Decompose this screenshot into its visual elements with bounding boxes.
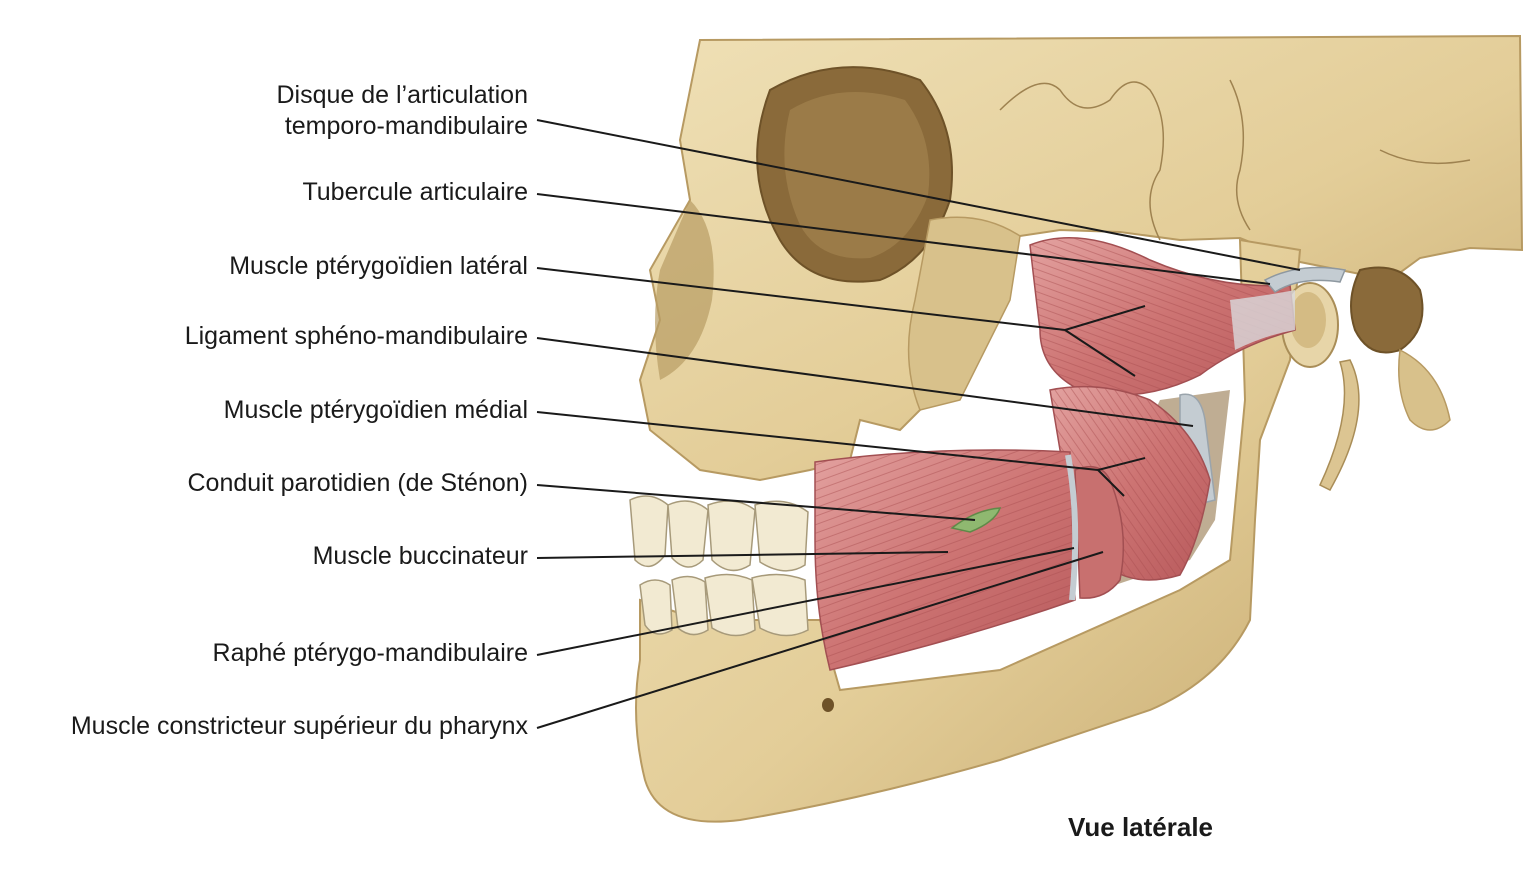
- label-ligament-spheno-mandibulaire: Ligament sphéno-mandibulaire: [184, 322, 528, 350]
- label-muscle-constricteur: Muscle constricteur supérieur du pharynx: [70, 712, 528, 740]
- leader-line-disque: [536, 119, 1301, 271]
- leader-line-constricteur: [536, 551, 1104, 729]
- leader-line-pterygoidien-lateral-a: [536, 267, 1066, 331]
- label-tubercule-articulaire: Tubercule articulaire: [302, 178, 528, 206]
- tmj-disc: [1263, 266, 1347, 293]
- label-muscle-pterygoidien-medial: Muscle ptérygoïdien médial: [223, 396, 528, 424]
- leader-line-conduit: [536, 484, 976, 521]
- label-disque-line1: Disque de l’articulation: [276, 81, 528, 109]
- leader-line-raphe: [536, 547, 1075, 656]
- leader-line-buccinateur: [536, 551, 949, 559]
- label-disque-line2: temporo-mandibulaire: [284, 112, 528, 140]
- leader-line-pterygoidien-lateral-c: [1064, 329, 1136, 377]
- leader-line-pterygoidien-medial-a: [536, 411, 1099, 471]
- leader-line-ligament: [536, 337, 1194, 427]
- label-muscle-buccinateur: Muscle buccinateur: [312, 542, 528, 570]
- leader-line-pterygoidien-medial-c: [1097, 469, 1125, 497]
- leader-line-pterygoidien-lateral-b: [1064, 305, 1146, 331]
- label-muscle-pterygoidien-lateral: Muscle ptérygoïdien latéral: [229, 252, 528, 280]
- label-disque-atm: Disque de l’articulation temporo-mandibu…: [276, 80, 528, 142]
- cranium: [638, 34, 1524, 491]
- superior-constrictor-muscle: [1074, 465, 1125, 599]
- teeth: [629, 495, 809, 637]
- leader-line-tubercule: [536, 193, 1271, 285]
- leader-line-pterygoidien-medial-b: [1097, 457, 1146, 471]
- label-raphe-pterygo-mandibulaire: Raphé ptérygo-mandibulaire: [212, 639, 528, 667]
- view-title: Vue latérale: [1068, 812, 1214, 842]
- pterygomandibular-raphe: [1065, 454, 1079, 601]
- label-conduit-parotidien: Conduit parotidien (de Sténon): [187, 469, 528, 497]
